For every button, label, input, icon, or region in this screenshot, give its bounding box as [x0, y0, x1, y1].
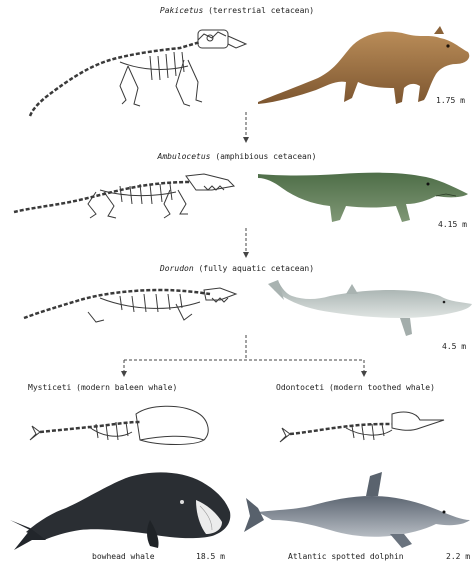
dorudon-skeleton	[24, 288, 236, 322]
bowhead-illustration	[10, 472, 230, 550]
odontoceti-skeleton	[280, 412, 444, 442]
pakicetus-skeleton	[30, 30, 246, 116]
mysticeti-skeleton	[30, 406, 208, 444]
pakicetus-illustration	[258, 26, 469, 104]
dolphin-illustration	[244, 472, 470, 548]
dorudon-illustration	[268, 280, 472, 336]
ambulocetus-illustration	[258, 173, 468, 222]
evolution-connectors	[124, 112, 364, 374]
ambulocetus-skeleton	[14, 174, 234, 218]
